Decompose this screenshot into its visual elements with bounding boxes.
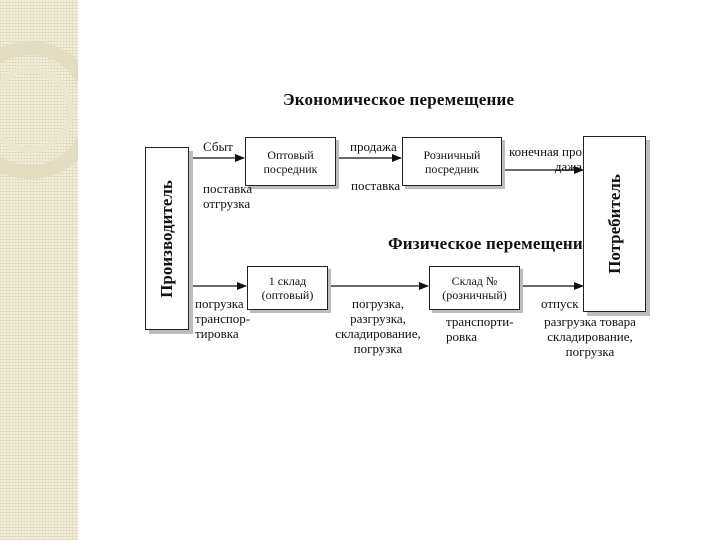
label-sale: продажа xyxy=(350,139,397,154)
label-goods-handling: разгрузка товара складирование, погрузка xyxy=(544,314,636,359)
producer-box: Производитель xyxy=(145,147,189,330)
retail-intermediary-line1: Розничный xyxy=(423,147,481,162)
label-final-sale: конечная про дажа xyxy=(508,144,582,174)
label-loading-handling: погрузка, разгрузка, складирование, погр… xyxy=(335,296,421,356)
decorative-circle-icon xyxy=(0,41,78,179)
warehouse-1-line1: 1 склад xyxy=(268,274,307,288)
retail-intermediary-box: Розничный посредник xyxy=(402,137,502,186)
wholesale-intermediary-line2: посредник xyxy=(263,161,318,176)
heading-physical-movement: Физическое перемещение xyxy=(388,234,591,253)
wholesale-intermediary-line1: Оптовый xyxy=(267,147,314,162)
consumer-label: Потребитель xyxy=(604,174,624,274)
decorative-side-strip xyxy=(0,0,78,540)
wholesale-intermediary-box: Оптовый посредник xyxy=(245,137,336,186)
warehouse-n-line1: Склад № xyxy=(451,274,498,288)
retail-intermediary-line2: посредник xyxy=(425,161,479,176)
warehouse-n-line2: (розничный) xyxy=(442,288,507,302)
label-delivery-shipment: поставка отгрузка xyxy=(203,181,253,211)
label-delivery: поставка xyxy=(351,178,401,193)
warehouse-1-box: 1 склад (оптовый) xyxy=(247,266,328,310)
producer-label: Производитель xyxy=(157,179,176,298)
warehouse-n-box: Склад № (розничный) xyxy=(429,266,520,310)
heading-economic-movement: Экономическое перемещение xyxy=(283,90,515,109)
label-transport: транспорти- ровка xyxy=(446,314,514,344)
label-sales: Сбыт xyxy=(203,139,233,154)
label-release: отпуск xyxy=(541,296,579,311)
consumer-box: Потребитель xyxy=(583,136,646,312)
warehouse-1-line2: (оптовый) xyxy=(261,288,314,302)
label-loading-transport: погрузка транспор- тировка xyxy=(195,296,251,341)
